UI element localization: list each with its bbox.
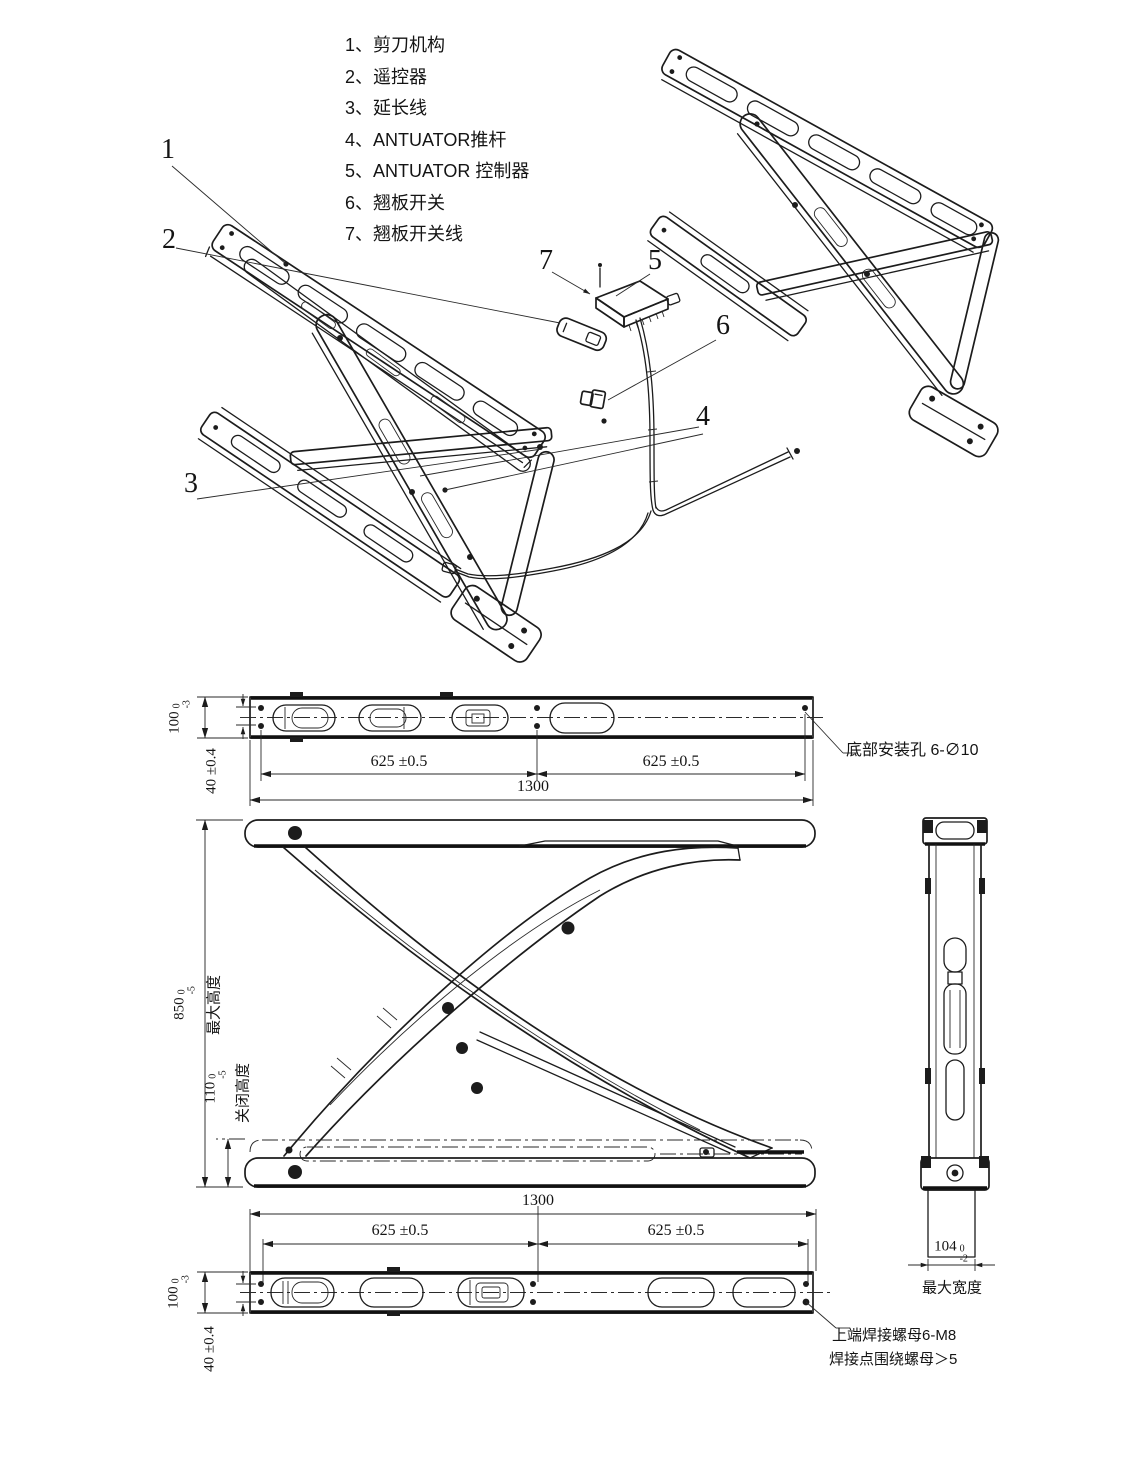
label-max-width: 最大宽度 [921,1279,983,1297]
note-weld-nuts-line2: 焊接点围绕螺母＞5 [829,1351,958,1368]
cables [441,317,800,580]
label-max-height: 最大高度 [205,974,223,1036]
callout-6: 6 [716,310,730,341]
top-view [197,692,858,806]
dim-top-hole-offset: 40 ±0.4 [203,748,220,794]
callout-3: 3 [184,468,198,499]
dim-bottom-total: 1300 [522,1192,554,1209]
dim-bottom-span-left: 625 ±0.5 [371,1222,429,1239]
parts-list-item: 1、剪刀机构 [345,35,446,55]
side-view [908,817,995,1271]
isometric-view-right [647,48,1000,458]
parts-list: 1、剪刀机构 2、遥控器 3、延长线 4、ANTUATOR推杆 5、ANTUAT… [345,30,529,251]
callout-2: 2 [162,224,176,255]
parts-list-item: 6、翘板开关 [345,192,446,213]
rocker-switch [579,389,607,410]
callout-leaders [171,165,717,500]
callout-4: 4 [696,401,710,432]
callout-1: 1 [161,134,175,165]
parts-list-item: 5、ANTUATOR 控制器 [345,161,530,181]
front-view [196,819,816,1188]
parts-list-item: 3、延长线 [345,98,428,118]
parts-list-item: 4、ANTUATOR推杆 [345,129,507,150]
label-closed-height: 关闭高度 [234,1062,252,1124]
callout-5: 5 [648,245,662,276]
parts-list-item: 2、遥控器 [345,66,428,87]
bottom-view [197,1267,850,1329]
remote-control [556,317,608,352]
bottom-view-dimensions [249,1206,817,1282]
dim-top-span-left: 625 ±0.5 [370,753,428,770]
note-mounting-holes: 底部安装孔 6-∅10 [846,742,979,759]
controller-box [595,263,681,332]
dim-top-total: 1300 [517,778,549,795]
note-weld-nuts-line1: 上端焊接螺母6-M8 [832,1327,957,1344]
dim-top-span-right: 625 ±0.5 [642,753,700,770]
isometric-view-left [197,223,607,663]
dim-bottom-hole-offset: 40 ±0.4 [201,1326,218,1372]
dim-bottom-span-right: 625 ±0.5 [647,1222,705,1239]
callout-7: 7 [539,245,553,276]
parts-list-item: 7、翘板开关线 [345,224,464,244]
